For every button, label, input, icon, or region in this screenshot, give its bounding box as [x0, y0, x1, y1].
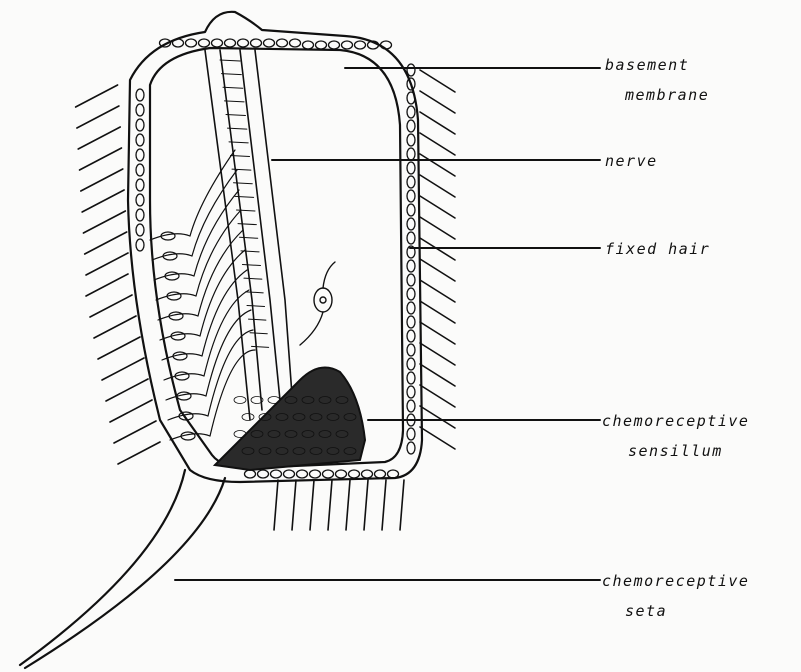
label-chemoreceptive-sensillum-1: chemoreceptive — [602, 411, 749, 431]
label-chemoreceptive-sensillum-2: sensillum — [628, 441, 723, 461]
nerve-bundle — [205, 50, 292, 420]
label-chemoreceptive-seta-2: seta — [625, 601, 667, 621]
bipolar-cell — [300, 262, 335, 345]
chemoreceptive-seta-shape — [20, 470, 225, 668]
label-basement: basement — [605, 55, 689, 75]
sensillum-mass — [215, 368, 365, 471]
leader-lines — [175, 68, 600, 580]
label-membrane: membrane — [625, 85, 709, 105]
label-nerve: nerve — [605, 151, 658, 171]
label-fixed-hair: fixed hair — [605, 239, 710, 259]
label-chemoreceptive-seta-1: chemoreceptive — [602, 571, 749, 591]
